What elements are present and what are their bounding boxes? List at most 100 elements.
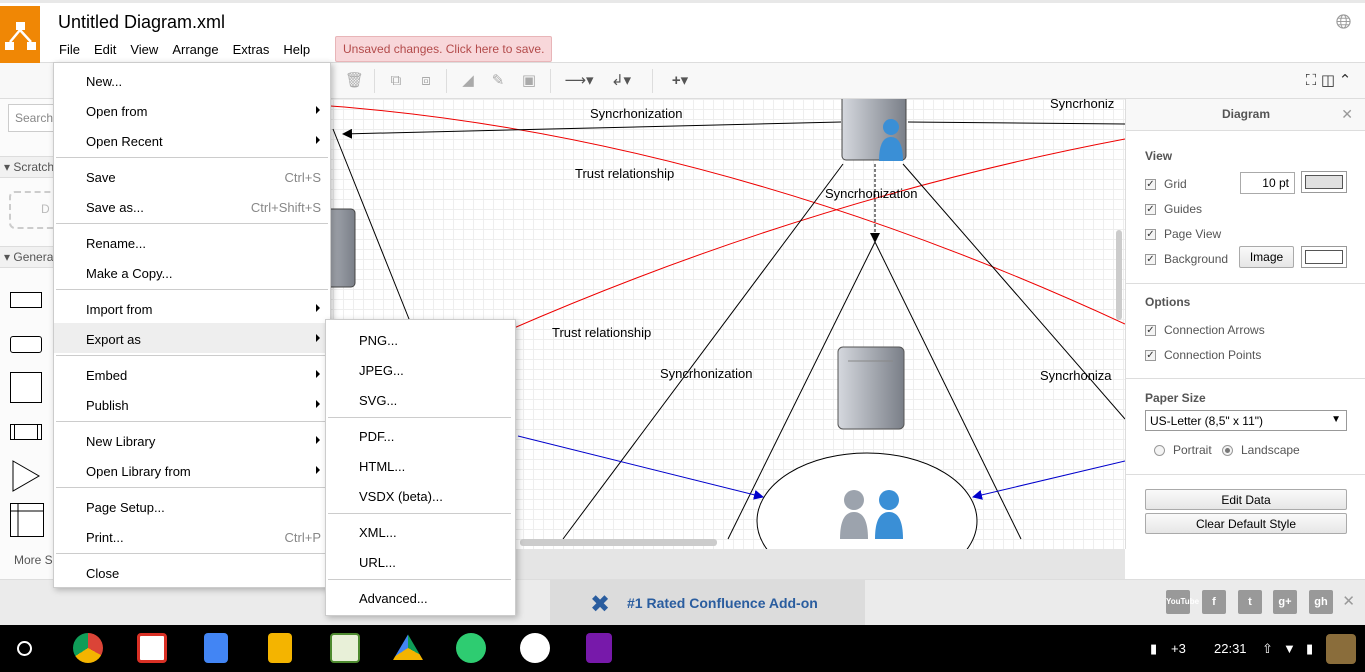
trust-edge[interactable]: [303, 103, 1125, 325]
to-front-icon[interactable]: ⧉: [390, 72, 402, 89]
export-html[interactable]: HTML...: [359, 459, 406, 474]
landscape-radio[interactable]: Landscape: [1222, 443, 1300, 457]
background-checkbox[interactable]: ✓Background: [1145, 252, 1228, 266]
shape-rectangle[interactable]: [10, 292, 42, 308]
document-title[interactable]: Untitled Diagram.xml: [58, 12, 226, 32]
shape-rounded-rectangle[interactable]: [10, 336, 42, 353]
sync-icon[interactable]: ⇧: [1262, 641, 1273, 656]
menu-edit[interactable]: Edit: [93, 42, 117, 57]
youtube-icon[interactable]: YouTube: [1166, 590, 1199, 614]
menu-open-from[interactable]: Open from: [54, 95, 330, 125]
line-color-icon[interactable]: ✎: [491, 72, 505, 89]
menu-help[interactable]: Help: [283, 42, 311, 57]
menu-extras[interactable]: Extras: [232, 42, 270, 57]
paper-size-select[interactable]: US-Letter (8,5" x 11")▼: [1145, 410, 1347, 431]
drawio-logo[interactable]: [0, 6, 40, 66]
guides-checkbox[interactable]: ✓Guides: [1145, 202, 1202, 216]
google-docs-icon[interactable]: [204, 633, 228, 663]
menu-new[interactable]: New...: [54, 65, 330, 95]
export-jpeg[interactable]: JPEG...: [359, 363, 404, 378]
horizontal-scrollbar[interactable]: [520, 539, 717, 546]
link-edge[interactable]: [972, 460, 1125, 500]
waypoints-icon[interactable]: ↲▾: [610, 72, 632, 89]
export-pdf[interactable]: PDF...: [359, 429, 395, 444]
menu-file[interactable]: File: [59, 42, 80, 57]
menu-view[interactable]: View: [130, 42, 159, 57]
fill-color-icon[interactable]: ◢: [462, 72, 474, 89]
sync-edge[interactable]: [874, 241, 1022, 540]
menu-new-library[interactable]: New Library: [54, 425, 330, 455]
edge-label[interactable]: Syncrhonization: [660, 366, 753, 381]
shape-container[interactable]: [10, 503, 44, 537]
menu-open-recent[interactable]: Open Recent: [54, 125, 330, 155]
grid-size-input[interactable]: 10 pt: [1240, 172, 1295, 194]
menu-embed[interactable]: Embed: [54, 359, 330, 389]
edge-label[interactable]: Syncrhoniz: [1050, 99, 1115, 111]
chrome-icon[interactable]: [73, 633, 103, 663]
export-svg[interactable]: SVG...: [359, 393, 398, 408]
to-back-icon[interactable]: ⧈: [421, 72, 431, 89]
unsaved-changes-banner[interactable]: Unsaved changes. Click here to save.: [335, 36, 553, 62]
connection-arrows-checkbox[interactable]: ✓Connection Arrows: [1145, 323, 1265, 337]
server-top[interactable]: [841, 99, 907, 161]
grid-color-button[interactable]: [1301, 171, 1347, 193]
menu-close[interactable]: Close: [54, 557, 330, 587]
edge-label[interactable]: Trust relationship: [552, 325, 652, 340]
avatar[interactable]: [1326, 634, 1356, 664]
sync-edge[interactable]: [907, 121, 1125, 125]
portrait-radio[interactable]: Portrait: [1154, 443, 1212, 457]
edit-data-button[interactable]: Edit Data: [1145, 489, 1347, 510]
menu-rename[interactable]: Rename...: [54, 227, 330, 257]
menu-print[interactable]: Print...Ctrl+P: [54, 521, 330, 551]
export-vsdx[interactable]: VSDX (beta)...: [359, 489, 443, 504]
facebook-icon[interactable]: f: [1202, 590, 1226, 614]
export-advanced[interactable]: Advanced...: [359, 591, 428, 606]
delete-icon[interactable]: 🗑: [345, 72, 365, 89]
google-drive-icon[interactable]: [393, 634, 423, 660]
google-plus-icon[interactable]: g+: [1273, 590, 1297, 614]
grid-checkbox[interactable]: ✓Grid: [1145, 177, 1187, 191]
vertical-scrollbar[interactable]: [1116, 230, 1122, 320]
clock[interactable]: 22:31: [1214, 641, 1247, 656]
connection-icon[interactable]: ⟶▾: [564, 72, 594, 89]
page-view-checkbox[interactable]: ✓Page View: [1145, 227, 1221, 241]
menu-page-setup[interactable]: Page Setup...: [54, 491, 330, 521]
globe-icon[interactable]: [1336, 14, 1351, 29]
gmail-icon[interactable]: [137, 633, 167, 663]
google-slides-icon[interactable]: [268, 633, 292, 663]
edge-label[interactable]: Syncrhonization: [825, 186, 918, 201]
notification-icon[interactable]: ▮: [1150, 641, 1158, 656]
menu-make-copy[interactable]: Make a Copy...: [54, 257, 330, 287]
menu-import-from[interactable]: Import from: [54, 293, 330, 323]
close-icon[interactable]: ✕: [1341, 106, 1353, 122]
users-icon[interactable]: [840, 490, 903, 539]
collapse-icon[interactable]: ⌃: [1338, 72, 1352, 89]
format-panel-icon[interactable]: ◫: [1320, 72, 1336, 89]
menu-export-as[interactable]: Export as: [54, 323, 330, 353]
menu-arrange[interactable]: Arrange: [172, 42, 219, 57]
close-icon[interactable]: ✕: [1342, 593, 1355, 610]
background-image-button[interactable]: Image: [1239, 246, 1294, 268]
shape-square[interactable]: [10, 372, 42, 403]
background-color-button[interactable]: [1301, 246, 1347, 268]
menu-publish[interactable]: Publish: [54, 389, 330, 419]
app-icon[interactable]: [330, 633, 360, 663]
confluence-ad-banner[interactable]: ✖ #1 Rated Confluence Add-on: [550, 580, 865, 626]
twitter-icon[interactable]: t: [1238, 590, 1262, 614]
connection-points-checkbox[interactable]: ✓Connection Points: [1145, 348, 1261, 362]
launcher-icon[interactable]: [17, 641, 32, 656]
menu-open-library[interactable]: Open Library from: [54, 455, 330, 485]
fullscreen-icon[interactable]: ⛶: [1305, 72, 1317, 89]
battery-icon[interactable]: ▮: [1306, 641, 1314, 656]
export-png[interactable]: PNG...: [359, 333, 399, 348]
shape-triangle[interactable]: [12, 460, 40, 492]
edge-label[interactable]: Syncrhoniza: [1040, 368, 1112, 383]
clear-default-style-button[interactable]: Clear Default Style: [1145, 513, 1347, 534]
sync-edge[interactable]: [332, 128, 414, 330]
menu-save-as[interactable]: Save as...Ctrl+Shift+S: [54, 191, 330, 221]
edge-label[interactable]: Syncrhonization: [590, 106, 683, 121]
feedly-icon[interactable]: [456, 633, 486, 663]
notification-count[interactable]: +3: [1171, 641, 1186, 656]
more-shapes-button[interactable]: More S: [14, 553, 53, 567]
